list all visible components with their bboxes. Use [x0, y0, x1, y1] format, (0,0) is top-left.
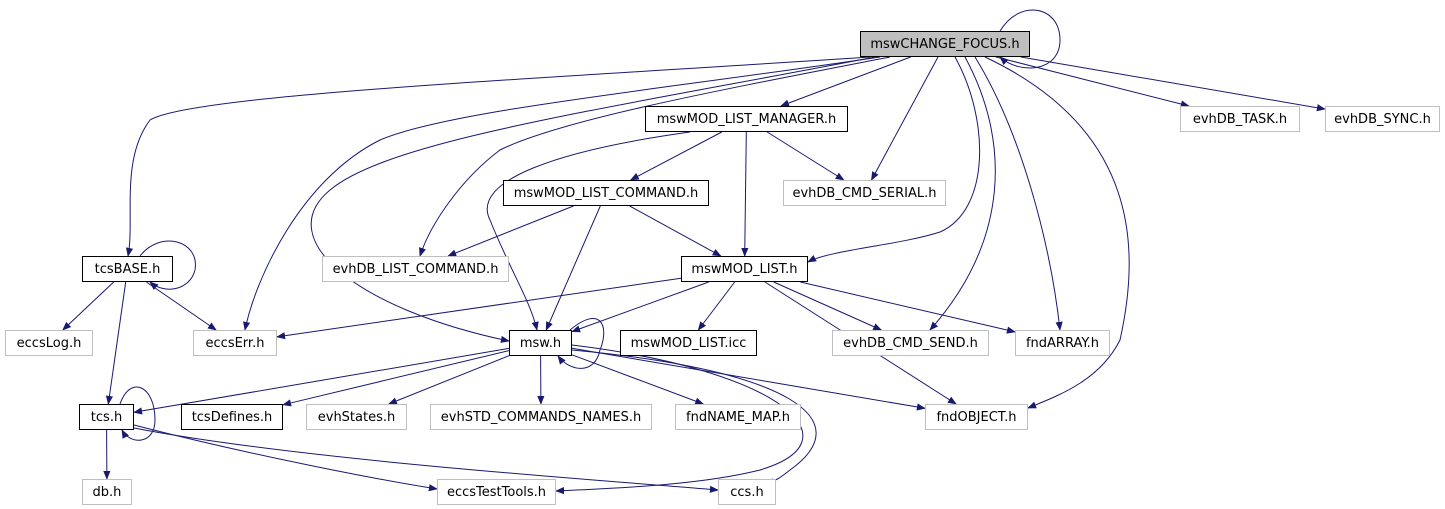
edge-tcsbase-eccslog	[62, 281, 115, 331]
edge-msw-tcsdefines	[282, 350, 510, 407]
edge-tcsbase-tcs	[105, 281, 127, 405]
edge-tcs-tcs	[119, 386, 156, 441]
node-label: mswCHANGE_FOCUS.h	[870, 36, 1020, 52]
edge-msw-msw	[557, 318, 605, 369]
edge-msw-ccs	[571, 349, 817, 486]
node-label: mswMOD_LIST.icc	[630, 335, 747, 351]
edge-layer	[62, 9, 1326, 495]
edge-msw-fndobject	[571, 347, 926, 411]
node-eccserr: eccsErr.h	[193, 330, 277, 356]
node-ccs: ccs.h	[718, 479, 776, 505]
edge-msw_mod_list_command-msw	[545, 205, 601, 331]
edge-msw_change_focus-eccserr	[243, 56, 881, 331]
node-label: fndOBJECT.h	[936, 409, 1017, 425]
node-evhdb-cmd-send: evhDB_CMD_SEND.h	[832, 330, 989, 356]
edge-msw-evhstates	[387, 355, 510, 405]
edge-msw_mod_list_command-evhdb_list_command	[447, 205, 574, 257]
edge-msw_mod_list_manager-msw_mod_list_command	[629, 131, 723, 181]
node-eccstesttools: eccsTestTools.h	[437, 479, 556, 505]
node-msw-change-focus[interactable]: mswCHANGE_FOCUS.h	[860, 31, 1030, 57]
node-label: fndARRAY.h	[1025, 335, 1100, 351]
node-msw-mod-list[interactable]: mswMOD_LIST.h	[681, 256, 808, 282]
node-label: tcsDefines.h	[191, 409, 273, 425]
node-label: evhDB_SYNC.h	[1334, 111, 1431, 127]
edge-msw_mod_list-evhdb_cmd_send	[773, 281, 883, 331]
node-evhdb-list-command: evhDB_LIST_COMMAND.h	[322, 256, 509, 282]
node-db: db.h	[82, 479, 132, 505]
edge-msw_change_focus-msw_change_focus	[999, 9, 1061, 69]
node-msw[interactable]: msw.h	[509, 330, 572, 356]
node-fndarray: fndARRAY.h	[1015, 330, 1110, 356]
node-eccslog: eccsLog.h	[5, 330, 93, 356]
node-label: tcs.h	[90, 409, 123, 425]
edge-msw_change_focus-evhdb_cmd_serial	[871, 56, 939, 181]
node-label: fndNAME_MAP.h	[686, 409, 790, 425]
edge-msw_change_focus-fndarray	[974, 56, 1063, 331]
node-label: eccsTestTools.h	[446, 484, 547, 500]
node-label: evhSTD_COMMANDS_NAMES.h	[440, 409, 642, 425]
node-label: evhDB_CMD_SEND.h	[843, 335, 978, 351]
edge-tcsbase-tcsbase	[139, 240, 196, 291]
node-label: evhStates.h	[317, 409, 396, 425]
edge-msw_mod_list-msw_mod_list_icc	[697, 281, 736, 331]
node-label: ccs.h	[730, 484, 764, 500]
node-label: mswMOD_LIST_COMMAND.h	[513, 185, 699, 201]
edge-msw_change_focus-msw	[310, 56, 876, 343]
node-evhdb-cmd-serial: evhDB_CMD_SERIAL.h	[783, 180, 946, 206]
node-msw-mod-list-manager[interactable]: mswMOD_LIST_MANAGER.h	[645, 106, 848, 132]
node-fndobject: fndOBJECT.h	[925, 404, 1028, 430]
node-label: msw.h	[519, 335, 562, 351]
edge-msw_mod_list-eccserr	[276, 277, 682, 340]
edge-msw_change_focus-evhdb_cmd_send	[929, 56, 996, 331]
edge-msw_change_focus-tcsbase	[126, 56, 871, 257]
edge-msw_mod_list_manager-evhdb_cmd_serial	[766, 131, 845, 181]
edge-msw_change_focus-evhdb_list_command	[419, 56, 891, 257]
edge-msw_mod_list-msw	[571, 281, 709, 333]
node-msw-mod-list-command[interactable]: mswMOD_LIST_COMMAND.h	[503, 180, 709, 206]
node-evhstd-commands-names: evhSTD_COMMANDS_NAMES.h	[430, 404, 652, 430]
edge-msw-fndname_map	[571, 354, 705, 405]
edge-msw-eccstesttools	[555, 344, 804, 495]
node-label: db.h	[92, 484, 122, 500]
node-tcsdefines[interactable]: tcsDefines.h	[181, 404, 283, 430]
edge-tcs-eccstesttools	[133, 424, 438, 492]
node-msw-mod-list-icc[interactable]: mswMOD_LIST.icc	[620, 330, 757, 356]
node-label: eccsLog.h	[16, 335, 82, 351]
node-tcs[interactable]: tcs.h	[79, 404, 134, 430]
node-label: evhDB_CMD_SERIAL.h	[792, 185, 937, 201]
edge-tcs-ccs	[133, 427, 719, 493]
node-label: mswMOD_LIST_MANAGER.h	[656, 111, 837, 127]
node-label: mswMOD_LIST.h	[691, 261, 798, 277]
edge-msw_change_focus-msw_mod_list_manager	[780, 56, 911, 107]
edge-msw_mod_list_manager-msw	[486, 131, 691, 331]
node-label: tcsBASE.h	[94, 261, 161, 277]
edge-msw_mod_list_manager-msw_mod_list	[741, 131, 749, 257]
edge-msw_change_focus-msw_mod_list	[807, 56, 981, 263]
node-label: eccsErr.h	[205, 335, 265, 351]
node-label: evhDB_LIST_COMMAND.h	[332, 261, 499, 277]
node-evhdb-task: evhDB_TASK.h	[1180, 106, 1300, 132]
edge-msw_mod_list-fndarray	[800, 281, 1016, 334]
edge-msw_change_focus-fndobject	[984, 56, 1130, 409]
node-evhdb-sync: evhDB_SYNC.h	[1325, 106, 1440, 132]
edge-tcsbase-eccserr	[146, 281, 217, 331]
edge-msw_change_focus-evhdb_task	[995, 56, 1190, 108]
node-tcsbase[interactable]: tcsBASE.h	[82, 256, 173, 282]
node-fndname-map: fndNAME_MAP.h	[675, 404, 801, 430]
edge-msw_change_focus-evhdb_sync	[1020, 56, 1326, 112]
edge-msw_mod_list_command-msw_mod_list	[629, 205, 722, 257]
node-evhstates: evhStates.h	[306, 404, 407, 430]
edge-msw-tcs	[133, 347, 510, 415]
node-label: evhDB_TASK.h	[1192, 111, 1288, 127]
